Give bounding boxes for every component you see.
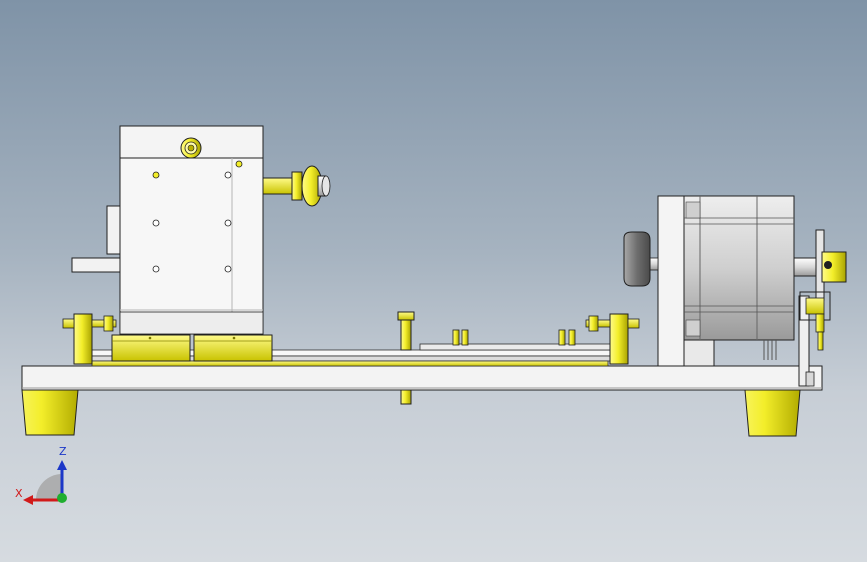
foot-right[interactable] xyxy=(744,389,801,437)
sensor-bracket[interactable] xyxy=(798,291,831,387)
base-plate[interactable] xyxy=(21,365,823,391)
motor-pulley[interactable] xyxy=(793,229,847,301)
motor-connector-pins xyxy=(763,340,777,360)
y-axis-dot-icon xyxy=(57,493,67,503)
spindle-housing[interactable] xyxy=(71,125,264,335)
hand-knob[interactable] xyxy=(623,231,659,287)
dowel-pins-right[interactable] xyxy=(558,329,576,346)
housing-top-cap[interactable] xyxy=(180,137,202,159)
foot-left[interactable] xyxy=(21,389,79,436)
spindle-pulley[interactable] xyxy=(262,165,331,207)
x-axis-label: X xyxy=(15,487,23,500)
x-axis-arrowhead-icon xyxy=(23,495,33,505)
z-axis-arrowhead-icon xyxy=(57,460,67,470)
z-axis-label: Z xyxy=(59,445,67,458)
triad-plane-icon xyxy=(36,474,62,500)
stepper-motor[interactable] xyxy=(683,195,795,360)
rail-end-block-left[interactable] xyxy=(62,313,117,365)
center-bolt[interactable] xyxy=(397,311,415,405)
motor-bracket[interactable] xyxy=(657,195,715,367)
rail-end-block-right[interactable] xyxy=(585,313,640,365)
housing-bolt-holes xyxy=(152,160,243,273)
carriage-block-right[interactable] xyxy=(193,334,273,362)
carriage-block-left[interactable] xyxy=(111,334,191,362)
dowel-pins-mid[interactable] xyxy=(452,329,469,346)
coordinate-triad[interactable]: Z X xyxy=(15,445,67,505)
